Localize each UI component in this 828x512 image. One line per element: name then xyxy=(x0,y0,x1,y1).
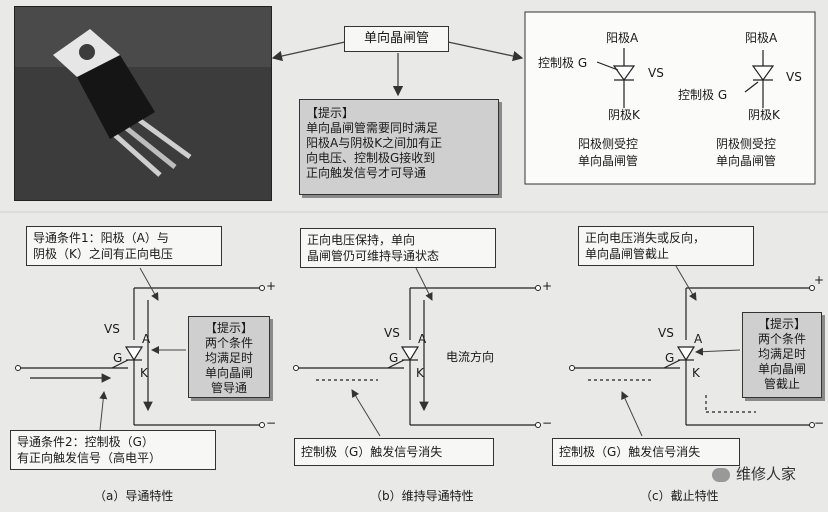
panel-c-plus: + xyxy=(814,273,825,287)
left-caption-line: 单向晶闸管 xyxy=(578,154,639,168)
right-vs-label: VS xyxy=(786,70,802,84)
top-tip-line: 向电压、控制极G接收到 xyxy=(306,151,436,165)
left-symbol-caption: 阳极侧受控 单向晶闸管 xyxy=(578,136,638,170)
panel-a-tip-note: 【提示】 两个条件 均满足时 单向晶闸 管导通 xyxy=(188,316,270,398)
panel-c-top-line: 单向晶闸管截止 xyxy=(585,247,670,261)
panel-b-trigger-lost: 控制极（G）触发信号消失 xyxy=(294,438,494,466)
cond2-line: 有正向触发信号（高电平） xyxy=(17,451,162,465)
right-symbol-caption: 阴极侧受控 单向晶闸管 xyxy=(716,136,776,170)
panel-c-a: A xyxy=(694,332,703,346)
right-caption-line: 单向晶闸管 xyxy=(716,154,777,168)
left-gate-label: 控制极 G xyxy=(538,56,588,70)
panel-c-vs: VS xyxy=(658,326,674,340)
panel-c-tip-line: 两个条件 xyxy=(757,332,806,346)
panel-a-tip-line: 均满足时 xyxy=(204,351,253,365)
top-tip-line: 正向触发信号才可导通 xyxy=(306,166,427,180)
cond1-line: 导通条件1：阳极（A）与 xyxy=(33,231,169,245)
panel-b-minus: − xyxy=(542,416,553,430)
panel-a-tip-line: 管导通 xyxy=(210,381,247,395)
panel-a-minus: − xyxy=(266,416,277,430)
left-caption-line: 阳极侧受控 xyxy=(578,137,639,151)
panel-a-tip-line: 单向晶闸 xyxy=(204,366,253,380)
panel-c-k: K xyxy=(692,366,700,380)
wechat-icon xyxy=(712,467,730,482)
panel-c-tip-title: 【提示】 xyxy=(757,317,806,331)
panel-a-plus: + xyxy=(266,279,277,293)
holding-description: 正向电压保持，单向 晶闸管仍可维持导通状态 xyxy=(300,228,496,268)
right-cathode-label: 阴极K xyxy=(748,108,780,122)
panel-c-minus: − xyxy=(814,416,825,430)
panel-c-tip-note: 【提示】 两个条件 均满足时 单向晶闸 管截止 xyxy=(742,312,822,398)
thyristor-photo xyxy=(14,6,272,201)
panel-a-g: G xyxy=(113,351,123,365)
cond1-line: 阴极（K）之间有正向电压 xyxy=(33,247,173,261)
panel-b-top-line: 晶闸管仍可维持导通状态 xyxy=(307,249,440,263)
current-direction-label: 电流方向 xyxy=(446,350,495,364)
panel-c-g: G xyxy=(665,351,675,365)
watermark-text: 维修人家 xyxy=(736,465,797,483)
panel-b-a: A xyxy=(418,332,427,346)
conduction-condition-1: 导通条件1：阳极（A）与 阴极（K）之间有正向电压 xyxy=(26,226,222,266)
panel-a-tip-line: 两个条件 xyxy=(204,336,253,350)
panel-b-top-line: 正向电压保持，单向 xyxy=(307,233,416,247)
panel-b-g: G xyxy=(389,351,399,365)
panel-c-tip-line: 均满足时 xyxy=(757,347,806,361)
conduction-condition-2: 导通条件2：控制极（G） 有正向触发信号（高电平） xyxy=(10,430,216,470)
top-tip-line: 单向晶闸管需要同时满足 xyxy=(306,121,439,135)
right-caption-line: 阴极侧受控 xyxy=(716,137,777,151)
thyristor-title-box: 单向晶闸管 xyxy=(344,26,449,52)
panel-c-tip-line: 管截止 xyxy=(763,377,800,391)
left-cathode-label: 阴极K xyxy=(608,108,640,122)
cond2-line: 导通条件2：控制极（G） xyxy=(17,435,154,449)
panel-b-k: K xyxy=(416,366,424,380)
panel-a-caption: （a）导通特性 xyxy=(94,489,174,503)
left-vs-label: VS xyxy=(648,66,664,80)
panel-a-k: K xyxy=(140,366,148,380)
panel-c-tip-line: 单向晶闸 xyxy=(757,362,806,376)
left-anode-label: 阳极A xyxy=(606,31,639,45)
right-gate-label: 控制极 G xyxy=(678,88,728,102)
panel-b-plus: + xyxy=(542,279,553,293)
top-tip-line: 阳极A与阴极K之间加有正 xyxy=(306,136,443,150)
panel-a-tip-title: 【提示】 xyxy=(204,321,253,335)
panel-b-caption: （b）维持导通特性 xyxy=(370,489,474,503)
panel-c-top-line: 正向电压消失或反向， xyxy=(585,231,706,245)
panel-c-caption: （c）截止特性 xyxy=(640,489,719,503)
right-anode-label: 阳极A xyxy=(745,31,778,45)
panel-a-vs: VS xyxy=(104,322,120,336)
cutoff-description: 正向电压消失或反向， 单向晶闸管截止 xyxy=(578,226,754,266)
panel-a-a: A xyxy=(142,332,151,346)
top-tip-title: 【提示】 xyxy=(306,106,355,120)
watermark: 维修人家 xyxy=(712,463,796,484)
panel-c-trigger-lost: 控制极（G）触发信号消失 xyxy=(552,438,740,466)
top-tip-note: 【提示】 单向晶闸管需要同时满足 阳极A与阴极K之间加有正 向电压、控制极G接收… xyxy=(299,99,499,195)
panel-b-vs: VS xyxy=(384,326,400,340)
